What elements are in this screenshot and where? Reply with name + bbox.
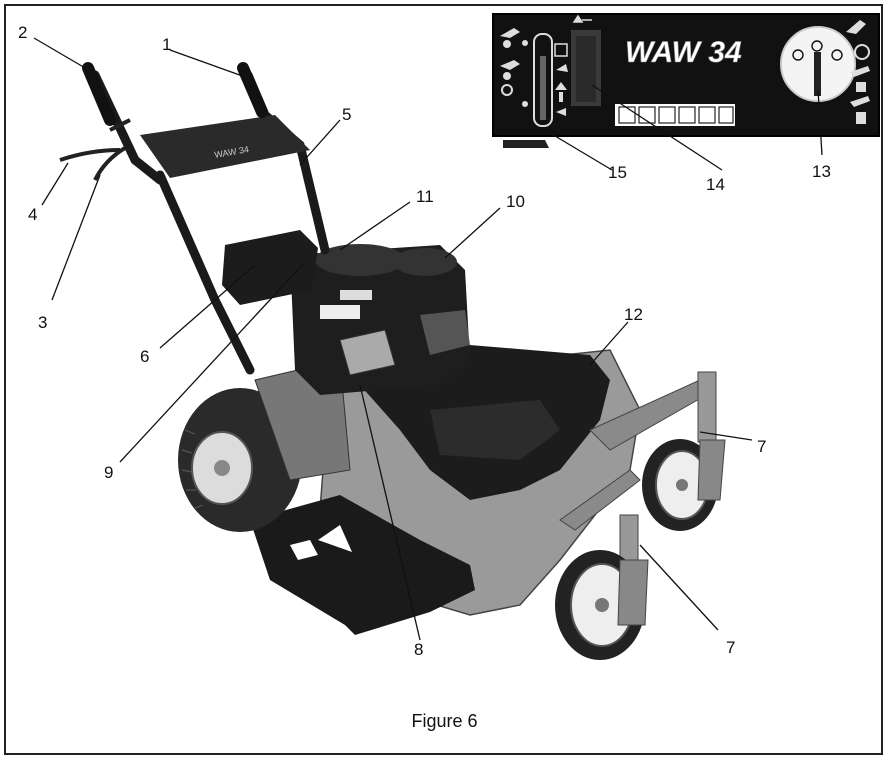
fuel-tank (222, 230, 318, 305)
control-levers (59, 118, 131, 181)
callout-4: 4 (28, 205, 37, 224)
caster-wheel-front (555, 550, 649, 660)
callout-12: 12 (624, 305, 643, 324)
callout-15: 15 (608, 163, 627, 182)
ignition-key (814, 52, 821, 96)
control-panel-inset: WAW 34 (492, 13, 880, 148)
leader-lines (33, 37, 823, 641)
discharge-chute (250, 495, 475, 635)
callout-9: 9 (104, 463, 113, 482)
callout-3: 3 (38, 313, 47, 332)
figure-caption: Figure 6 (411, 711, 478, 731)
callout-5: 5 (342, 105, 351, 124)
callout-7a: 7 (757, 437, 766, 456)
engine (290, 244, 470, 395)
callout-1: 1 (162, 35, 171, 54)
callout-14: 14 (706, 175, 725, 194)
throttle-lever (503, 140, 549, 148)
callout-2: 2 (18, 23, 27, 42)
callout-8: 8 (414, 640, 423, 659)
panel-left-icons (500, 28, 528, 107)
callout-10: 10 (506, 192, 525, 211)
panel-right-icons (846, 20, 870, 124)
callout-13: 13 (812, 162, 831, 181)
callout-11: 11 (416, 187, 434, 206)
callout-6: 6 (140, 347, 149, 366)
callout-7b: 7 (726, 638, 735, 657)
caster-wheel-rear (642, 439, 726, 531)
panel-icon-column (554, 43, 568, 116)
throttle-slot (533, 33, 553, 127)
panel-model-text: WAW 34 (625, 36, 742, 69)
handle-panel (140, 115, 310, 178)
mower-illustration: WAW 34 (59, 62, 726, 660)
callout-numbers: 1 2 3 4 5 6 7 7 8 9 10 11 12 13 14 15 (18, 23, 831, 659)
